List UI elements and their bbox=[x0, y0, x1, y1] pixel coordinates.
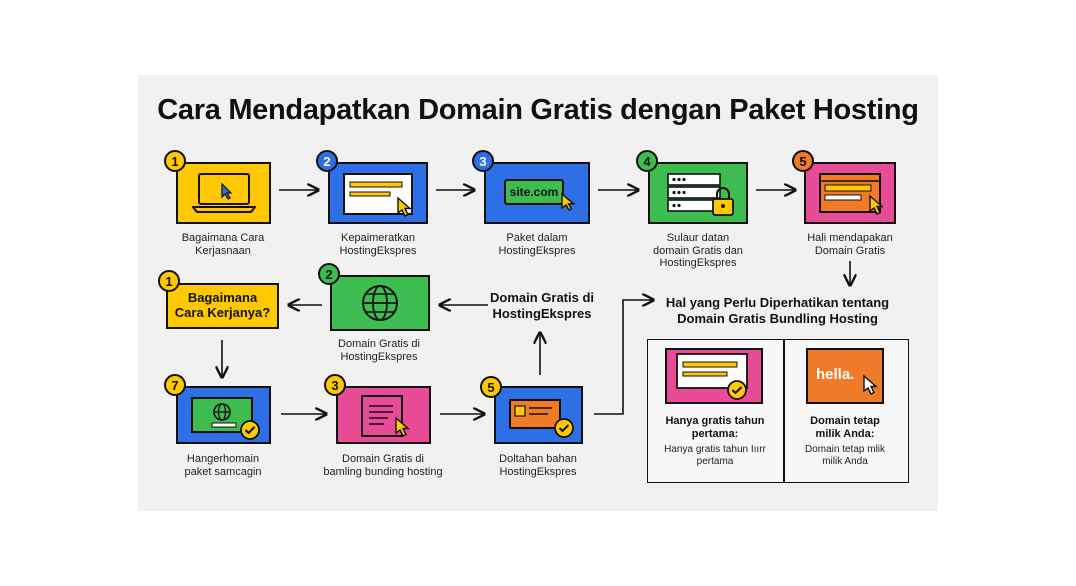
step4-badge: 4 bbox=[636, 150, 658, 172]
step7-card bbox=[176, 386, 271, 444]
step2-badge: 2 bbox=[316, 150, 338, 172]
step3-badge: 3 bbox=[472, 150, 494, 172]
globe-badge: 2 bbox=[318, 263, 340, 285]
notes-divider bbox=[783, 340, 785, 482]
cursor-icon bbox=[561, 192, 576, 211]
globe-screen-icon bbox=[191, 397, 260, 440]
ownership-title: Domain tetap milik Anda: bbox=[810, 415, 880, 440]
diagram-title: Cara Mendapatkan Domain Gratis dengan Pa… bbox=[157, 94, 919, 126]
first-year-title: Hanya gratis tahun pertama: bbox=[665, 415, 765, 440]
how-it-works-text: Bagaimana Cara Kerjanya? bbox=[174, 290, 271, 320]
step1-caption: Bagaimana Cara Kerjasnaan bbox=[181, 232, 265, 257]
step5-caption: Hali mendapakan Domain Gratis bbox=[807, 232, 893, 257]
step3b-badge: 3 bbox=[324, 374, 346, 396]
step5-card bbox=[804, 162, 896, 224]
center-heading: Domain Gratis di HostingEkspres bbox=[489, 290, 595, 321]
step5b-badge: 5 bbox=[480, 376, 502, 398]
step4-card bbox=[648, 162, 748, 224]
document-cursor-icon bbox=[361, 395, 410, 437]
step7-caption: Hangerhomain paket samcagin bbox=[184, 453, 262, 478]
step5-badge: 5 bbox=[792, 150, 814, 172]
step2-caption: Kepaimeratkan HostingEkspres bbox=[339, 232, 417, 257]
first-year-icon bbox=[676, 353, 748, 400]
step3-card: site.com bbox=[484, 162, 590, 224]
notes-heading: Hal yang Perlu Diperhatikan tentang Doma… bbox=[665, 295, 890, 326]
first-year-card bbox=[665, 348, 763, 404]
laptop-icon bbox=[192, 173, 256, 213]
step1-badge: 1 bbox=[164, 150, 186, 172]
step7-badge: 7 bbox=[164, 374, 186, 396]
step4-caption: Sulaur datan domain Gratis dan HostingEk… bbox=[653, 232, 743, 269]
globe-card bbox=[330, 275, 430, 331]
step1-card bbox=[176, 162, 271, 224]
globe-icon bbox=[362, 285, 398, 321]
arrow-to-notes bbox=[594, 300, 653, 415]
first-year-note: Hanya gratis tahun Iıırr pertama bbox=[664, 444, 766, 467]
ownership-logo: hella. bbox=[816, 366, 855, 383]
browser-form-icon bbox=[343, 173, 413, 217]
globe-caption: Domain Gratis di HostingEkspres bbox=[338, 338, 420, 363]
step5b-caption: Doltahan bahan HostingEkspres bbox=[499, 453, 577, 478]
step5b-card bbox=[494, 386, 583, 444]
step3b-card bbox=[336, 386, 431, 444]
browser-window-icon bbox=[819, 173, 884, 215]
how-it-works-card: Bagaimana Cara Kerjanya? bbox=[166, 283, 279, 329]
ownership-card: hella. bbox=[806, 348, 884, 404]
how-it-works-badge: 1 bbox=[158, 270, 180, 292]
step3-caption: Paket dalam HostingEkspres bbox=[498, 232, 576, 257]
id-card-icon bbox=[509, 399, 574, 438]
server-lock-icon bbox=[667, 173, 734, 216]
ownership-note: Domain tetap mlik milik Anda bbox=[804, 444, 886, 467]
step3b-caption: Domain Gratis di bamling bunding hosting bbox=[323, 453, 443, 478]
step2-card bbox=[328, 162, 428, 224]
cursor-icon bbox=[863, 374, 878, 395]
site-address-box: site.com bbox=[504, 179, 564, 205]
